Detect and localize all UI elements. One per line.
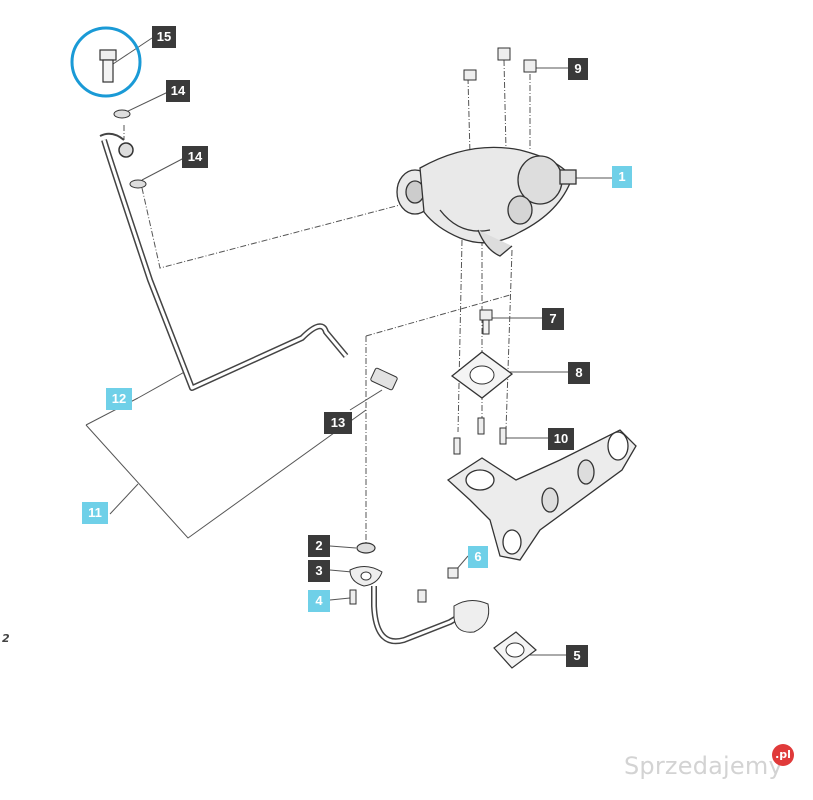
watermark-text: Sprzedajemy xyxy=(624,752,783,780)
callout-8: 8 xyxy=(568,362,590,384)
callout-11: 11 xyxy=(82,502,108,524)
callout-2: 2 xyxy=(308,535,330,557)
callout-14: 14 xyxy=(182,146,208,168)
watermark-badge: .pl xyxy=(772,744,794,766)
page-number: 2 xyxy=(2,632,10,645)
exhaust-manifold xyxy=(446,429,637,561)
callout-5: 5 xyxy=(566,645,588,667)
banjo-bolt xyxy=(99,49,117,83)
callout-12: 12 xyxy=(106,388,132,410)
callout-7: 7 xyxy=(542,308,564,330)
callout-4: 4 xyxy=(308,590,330,612)
turbocharger xyxy=(396,146,577,257)
highlight-circle xyxy=(70,26,142,98)
callout-9: 9 xyxy=(568,58,588,80)
callout-13: 13 xyxy=(324,412,352,434)
callout-10: 10 xyxy=(548,428,574,450)
callout-3: 3 xyxy=(308,560,330,582)
callout-6: 6 xyxy=(468,546,488,568)
callout-1: 1 xyxy=(612,166,632,188)
callout-14: 14 xyxy=(166,80,190,102)
callout-15: 15 xyxy=(152,26,176,48)
